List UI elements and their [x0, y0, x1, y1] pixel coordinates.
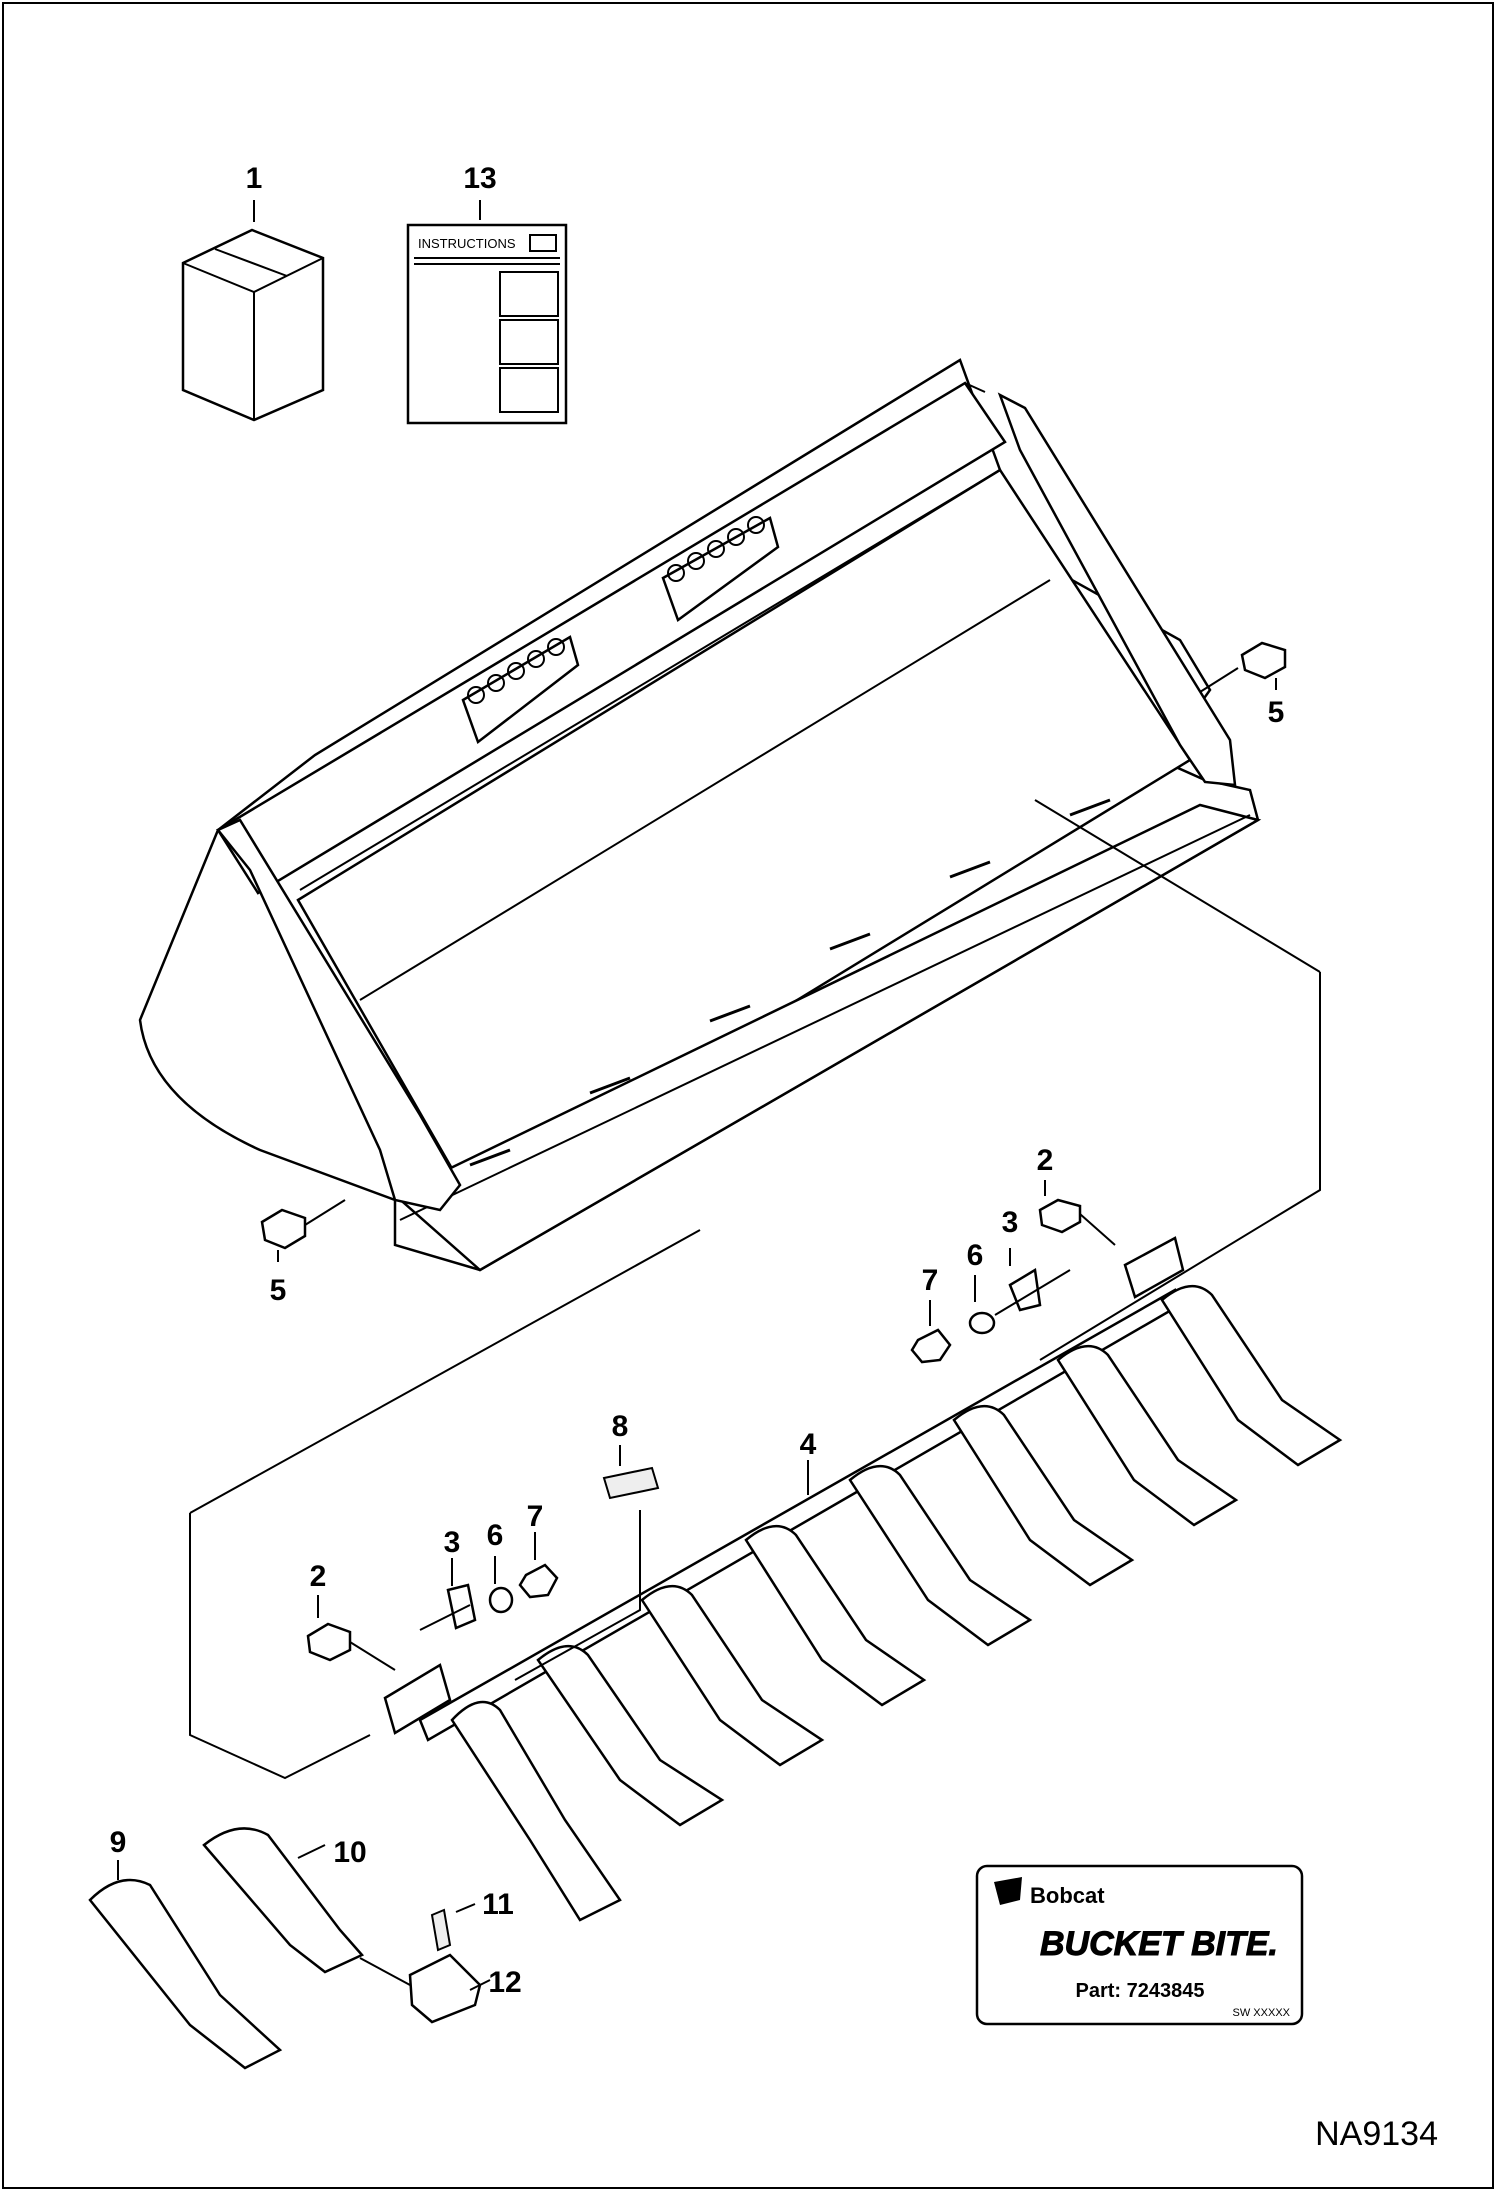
callout-8: 8	[612, 1410, 629, 1443]
tooth-4	[744, 1525, 927, 1707]
callout-9: 9	[110, 1826, 127, 1859]
part-pin-11	[430, 1908, 452, 1952]
callout-7-right: 7	[922, 1264, 939, 1297]
figure-id: NA9134	[1315, 2115, 1438, 2153]
part-tooth-adapter-10	[202, 1827, 365, 1974]
tooth-1	[450, 1700, 622, 1922]
callout-4: 4	[800, 1428, 817, 1461]
callout-6-left: 6	[487, 1519, 504, 1552]
tooth-3	[640, 1585, 825, 1767]
instructions-title: INSTRUCTIONS	[418, 236, 516, 251]
tooth-5	[848, 1465, 1033, 1647]
hardware-left	[306, 1563, 559, 1671]
callout-1: 1	[246, 162, 263, 195]
bobcat-logo-icon	[994, 1877, 1022, 1905]
callout-11: 11	[482, 1888, 514, 1921]
part-bolt-left	[260, 1199, 346, 1250]
edge-slots	[469, 798, 1111, 1167]
tooth-row	[450, 1285, 1343, 1922]
callout-7-left: 7	[527, 1500, 544, 1533]
part-tooth-tip-12	[408, 1953, 482, 2024]
ref-line-decal	[514, 1510, 641, 1681]
callout-5-left: 5	[270, 1274, 287, 1307]
hardware-right	[910, 1198, 1116, 1364]
bucket-bite-decal: Bobcat BUCKET BITE. Part: 7243845 SW XXX…	[975, 1864, 1304, 2026]
decal-code: SW XXXXX	[1233, 2007, 1291, 2019]
mount-bracket-left	[461, 635, 580, 745]
part-bucket	[138, 358, 1262, 1272]
part-decal-small	[602, 1466, 660, 1500]
callout-3-right: 3	[1002, 1206, 1019, 1239]
tooth-7	[1056, 1345, 1239, 1527]
callout-10: 10	[333, 1836, 366, 1869]
part-instructions-sheet: INSTRUCTIONS	[406, 223, 568, 425]
tooth-2	[536, 1645, 725, 1827]
ref-line-left	[189, 1513, 371, 1780]
tooth-8	[1160, 1285, 1343, 1467]
part-tooth-shank-9	[88, 1878, 283, 2070]
decal-brand: Bobcat	[1030, 1883, 1105, 1908]
tooth-6	[952, 1405, 1135, 1587]
decal-part: Part: 7243845	[1076, 1980, 1205, 2002]
callout-2-left: 2	[310, 1560, 327, 1593]
mount-bracket-right	[661, 516, 780, 622]
callout-13: 13	[463, 162, 496, 195]
decal-product: BUCKET BITE.	[1040, 1925, 1278, 1963]
callout-2-right: 2	[1037, 1144, 1054, 1177]
ref-line-right	[1039, 972, 1321, 1361]
callout-3-left: 3	[444, 1526, 461, 1559]
callout-12: 12	[488, 1966, 521, 1999]
part-bolt-right	[1199, 641, 1287, 693]
part-box	[181, 228, 325, 422]
callout-5-right: 5	[1268, 696, 1285, 729]
callout-6-right: 6	[967, 1239, 984, 1272]
